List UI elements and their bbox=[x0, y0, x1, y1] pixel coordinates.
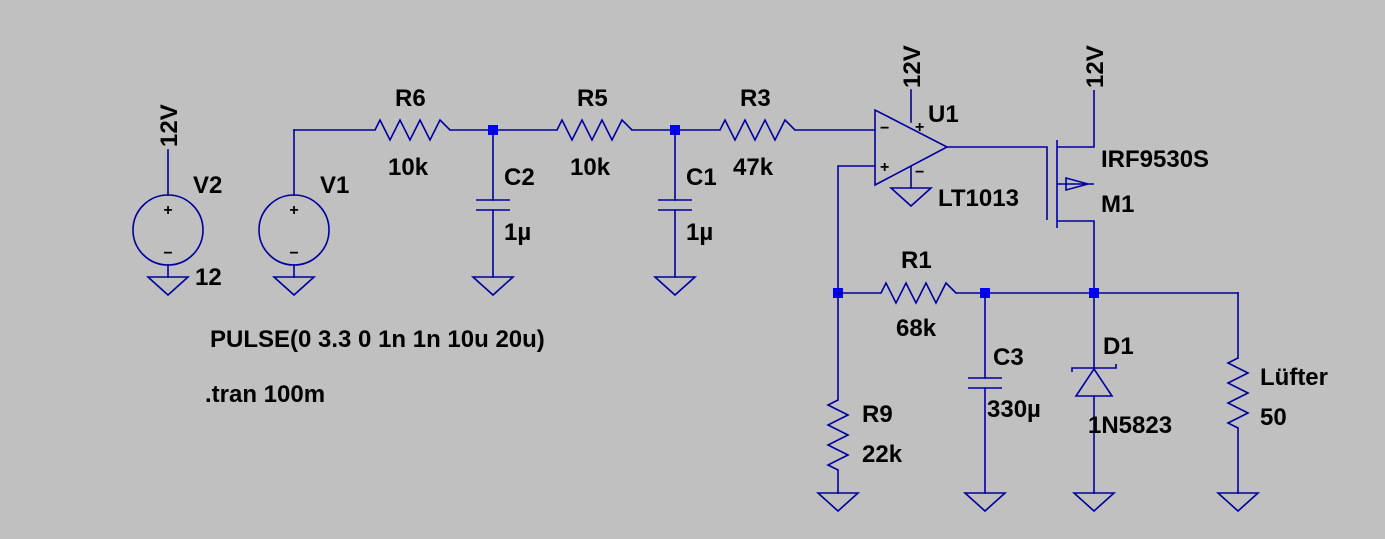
luefter-value: 50 bbox=[1260, 404, 1287, 431]
resistor-r3[interactable] bbox=[719, 118, 796, 142]
supply-label-m1: 12V bbox=[1082, 45, 1109, 88]
r5-value: 10k bbox=[570, 154, 611, 181]
d1-value: 1N5823 bbox=[1088, 412, 1172, 439]
c2-name: C2 bbox=[504, 164, 535, 191]
resistor-luefter[interactable] bbox=[1226, 357, 1250, 429]
v2-name: V2 bbox=[193, 172, 222, 199]
u1-name: U1 bbox=[928, 101, 959, 128]
resistor-r1[interactable] bbox=[880, 281, 957, 305]
c3-value: 330µ bbox=[987, 396, 1041, 423]
ground-symbol-v1 bbox=[271, 276, 317, 297]
c2-value: 1µ bbox=[504, 219, 531, 246]
v1-value: PULSE(0 3.3 0 1n 1n 10u 20u) bbox=[210, 326, 545, 353]
d1-name: D1 bbox=[1103, 333, 1134, 360]
ground-symbol-r9 bbox=[815, 492, 861, 513]
c1-value: 1µ bbox=[686, 219, 713, 246]
capacitor-c3[interactable] bbox=[968, 377, 1002, 389]
source-plus: + bbox=[289, 202, 298, 219]
v2-value: 12 bbox=[195, 264, 222, 291]
m1-value: IRF9530S bbox=[1101, 146, 1209, 173]
u1-value: LT1013 bbox=[938, 185, 1019, 212]
ground-symbol-c1 bbox=[652, 276, 698, 297]
diode-d1[interactable] bbox=[1071, 364, 1117, 397]
v1-name: V1 bbox=[320, 172, 349, 199]
ground-symbol-d1 bbox=[1071, 492, 1117, 513]
opamp-pin-plus: + bbox=[880, 159, 889, 176]
supply-label-v2: 12V bbox=[156, 104, 183, 147]
ground-symbol-c3 bbox=[962, 492, 1008, 513]
source-minus: − bbox=[289, 245, 298, 262]
supply-label-u1: 12V bbox=[899, 45, 926, 88]
ground-symbol-c2 bbox=[470, 276, 516, 297]
luefter-name: Lüfter bbox=[1260, 364, 1328, 391]
mosfet-m1[interactable] bbox=[1046, 90, 1095, 293]
resistor-r6[interactable] bbox=[374, 118, 451, 142]
opamp-supply-plus: + bbox=[915, 119, 924, 136]
r5-name: R5 bbox=[577, 85, 608, 112]
source-minus: − bbox=[163, 245, 172, 262]
tran-directive[interactable]: .tran 100m bbox=[205, 381, 325, 408]
ground-symbol-v2 bbox=[145, 276, 191, 297]
r3-name: R3 bbox=[740, 85, 771, 112]
feedback-wire bbox=[837, 165, 876, 294]
m1-name: M1 bbox=[1101, 191, 1134, 218]
r9-name: R9 bbox=[862, 401, 893, 428]
ground-symbol-luefter bbox=[1215, 492, 1261, 513]
r6-value: 10k bbox=[388, 154, 429, 181]
r3-value: 47k bbox=[733, 154, 774, 181]
r9-value: 22k bbox=[862, 441, 903, 468]
r6-name: R6 bbox=[395, 85, 426, 112]
c3-name: C3 bbox=[993, 344, 1024, 371]
r1-value: 68k bbox=[896, 315, 937, 342]
opamp-supply-minus: − bbox=[915, 164, 924, 181]
source-plus: + bbox=[163, 202, 172, 219]
opamp-pin-minus: − bbox=[880, 120, 889, 137]
resistor-r5[interactable] bbox=[556, 118, 633, 142]
capacitor-c2[interactable] bbox=[476, 199, 510, 211]
opamp-u1[interactable] bbox=[874, 108, 949, 187]
c1-name: C1 bbox=[686, 164, 717, 191]
source-v1[interactable]: + − bbox=[258, 129, 330, 278]
ground-symbol-u1 bbox=[888, 187, 934, 208]
resistor-r9[interactable] bbox=[826, 399, 850, 471]
source-v2[interactable]: + − bbox=[132, 149, 204, 278]
capacitor-c1[interactable] bbox=[658, 199, 692, 211]
r1-name: R1 bbox=[901, 247, 932, 274]
